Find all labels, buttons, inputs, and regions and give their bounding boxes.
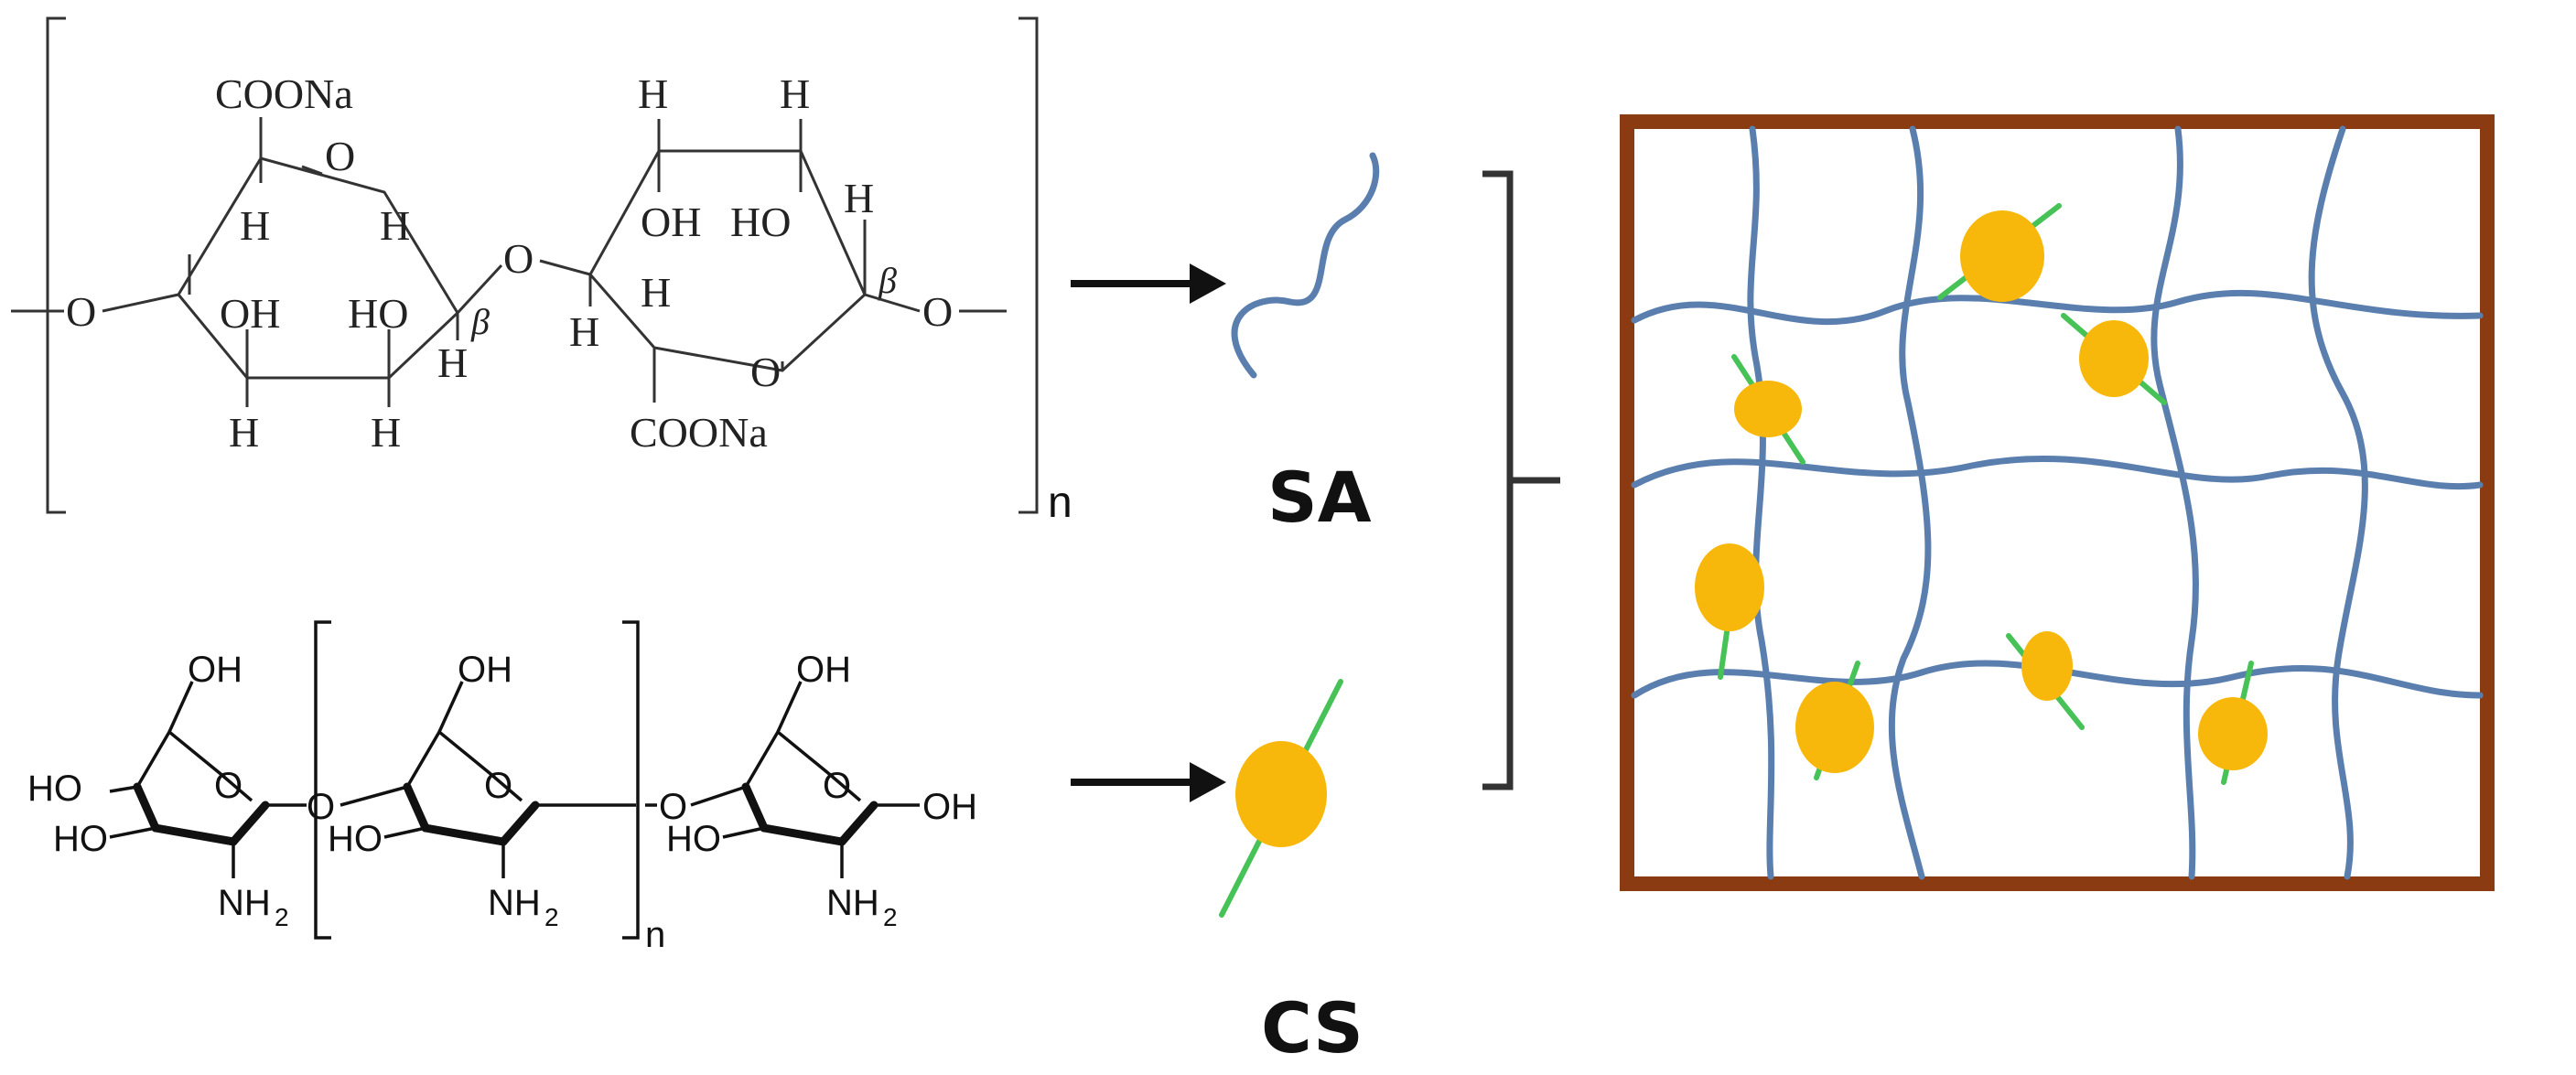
cs-o-link-2: O [659, 787, 687, 827]
network-bead-3 [1731, 354, 1805, 465]
sa-ho-1: HO [348, 290, 408, 337]
sa-beta-2: β [878, 260, 897, 301]
cs-ho-3: HO [666, 819, 721, 859]
cs-sub-3: 2 [883, 903, 898, 931]
sa-h-8: H [569, 308, 599, 355]
sa-ring-o-1: O [325, 133, 355, 179]
sa-ring-o-2: O [750, 349, 781, 395]
sa-ho-2: HO [730, 199, 791, 245]
network-bead-7 [2198, 661, 2268, 785]
sa-h-3: H [229, 409, 259, 456]
sa-left-bracket [46, 16, 66, 514]
cs-repeat-n: n [645, 915, 665, 955]
cs-structure: n OH O HO HO NH 2 O OH O [27, 620, 977, 955]
sa-label: SA [1267, 457, 1372, 538]
arrow-cs [1071, 762, 1226, 802]
sa-o-right: O [922, 288, 953, 335]
sa-coona-top: COONa [215, 70, 353, 117]
cs-ring-o-2: O [484, 766, 512, 806]
cs-ring-o-1: O [214, 766, 243, 806]
cs-ring-2: OH O HO NH 2 O [328, 650, 687, 931]
cs-ho-1b: HO [53, 819, 108, 859]
network-bead-1 [1937, 203, 2062, 302]
cs-nh-1: NH [218, 883, 271, 923]
sa-oh-1: OH [220, 290, 280, 337]
cs-nh-2: NH [488, 883, 541, 923]
cs-ring-3: OH O HO NH 2 OH [666, 650, 977, 931]
sa-h-5: H [437, 339, 468, 386]
sa-h-9: H [641, 269, 671, 316]
sa-h-2: H [380, 202, 410, 249]
arrow-sa [1071, 263, 1226, 304]
sa-structure: n O COONa O H H OH HO H H H β O H H [11, 16, 1072, 527]
cs-oh-terminal: OH [922, 787, 977, 827]
sa-h-4: H [371, 409, 401, 456]
sa-coona-bottom: COONa [630, 409, 768, 456]
sa-right-bracket [1019, 16, 1039, 514]
network-bead-5 [2006, 631, 2085, 730]
sa-oh-2: OH [641, 199, 701, 245]
sa-o-left: O [66, 288, 96, 335]
sa-beta-1: β [470, 301, 490, 342]
network-bead-4 [1695, 543, 1764, 680]
sa-h-6: H [638, 70, 668, 117]
sa-repeat-n: n [1048, 478, 1072, 527]
sa-h-1: H [240, 202, 270, 249]
sa-h-10: H [844, 175, 874, 221]
cs-ho-2: HO [328, 819, 383, 859]
cs-ring-o-3: O [823, 766, 851, 806]
network-bead-2 [2061, 313, 2167, 405]
sa-h-7: H [780, 70, 810, 117]
cs-bead-icon [1219, 679, 1343, 918]
cs-left-bracket [314, 620, 331, 940]
cs-sub-1: 2 [275, 903, 289, 931]
cs-oh-2: OH [458, 650, 512, 690]
sa-o-glycosidic: O [503, 235, 534, 282]
sa-chain-icon [1231, 152, 1380, 379]
cs-label: CS [1261, 987, 1363, 1069]
cs-ring-1: OH O HO HO NH 2 O [27, 650, 335, 931]
combine-bracket [1482, 170, 1560, 790]
cs-ho-1a: HO [27, 769, 82, 809]
network-bead-6 [1795, 661, 1874, 780]
network-panel [1620, 114, 2495, 891]
cs-right-bracket [622, 620, 640, 940]
cs-oh-1: OH [188, 650, 243, 690]
cs-o-link-1: O [307, 787, 335, 827]
cs-sub-2: 2 [544, 903, 559, 931]
cs-nh-3: NH [826, 883, 879, 923]
cs-oh-3: OH [796, 650, 851, 690]
